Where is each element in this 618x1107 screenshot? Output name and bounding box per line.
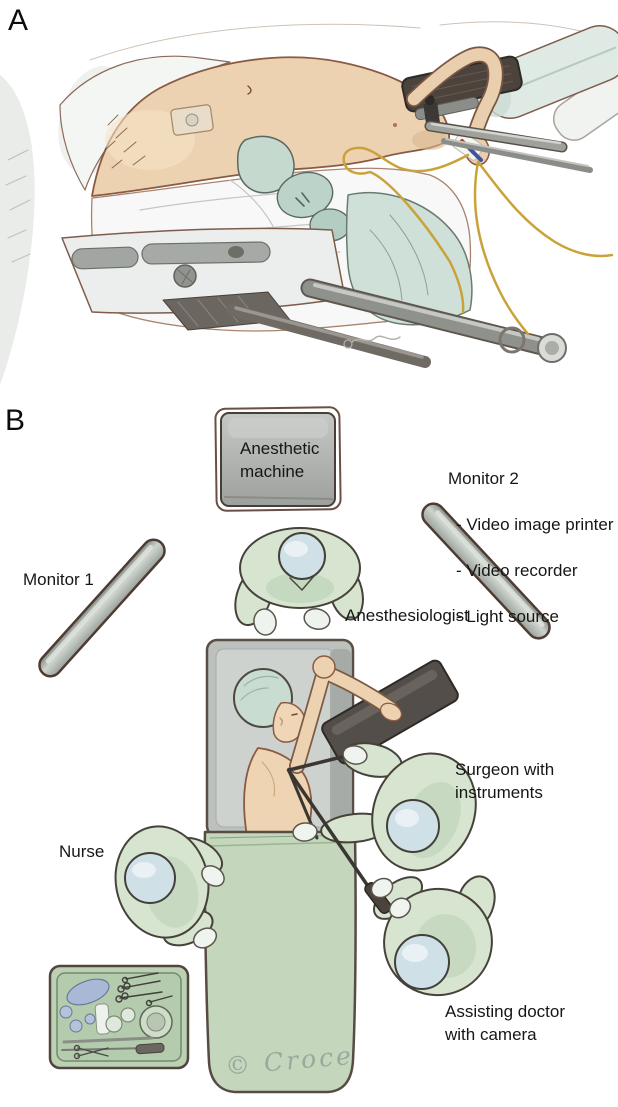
monitor-2-title: Monitor 2	[448, 469, 519, 488]
surgeon-figure	[320, 742, 477, 872]
monitor-1-label: Monitor 1	[23, 570, 94, 589]
assistant-label: Assisting doctor with camera	[445, 1002, 565, 1044]
sketch-signature-scribble	[343, 335, 401, 349]
nurse-label: Nurse	[59, 842, 105, 861]
surgical-towels	[236, 135, 473, 326]
panel-a-illustration	[0, 21, 618, 385]
operating-table-hardware	[61, 227, 567, 368]
gloved-hands	[192, 745, 412, 949]
anesthetic-machine-label: Anesthetic machine	[240, 439, 320, 481]
assistant-figure	[373, 875, 496, 997]
nurse-figure	[114, 825, 224, 947]
monitor-2-item-light-source: - Light source	[456, 607, 559, 626]
monitor-2-label-block: Monitor 2 - Video image printer - Video …	[448, 444, 614, 651]
support-bars	[424, 120, 593, 173]
panel-a-letter: A	[8, 4, 29, 37]
panel-b-illustration	[38, 406, 551, 1094]
patient-arm	[406, 46, 504, 166]
monitor-2-bar	[421, 502, 551, 640]
panel-b-letter: B	[5, 404, 26, 437]
iv-tubing	[342, 146, 614, 336]
anesthetic-machine-box	[214, 406, 342, 512]
monitor-2-item-recorder: - Video recorder	[456, 561, 578, 580]
anesthesiologist-label: Anesthesiologist	[345, 606, 469, 625]
anesthesiologist-figure	[234, 527, 364, 636]
monitor-2-item-printer: - Video image printer	[456, 515, 614, 534]
monitor-1-bar	[38, 538, 166, 678]
surgeon-label: Surgeon with instruments	[455, 760, 555, 802]
patient-torso	[91, 56, 450, 197]
surgical-drape	[203, 830, 357, 1094]
instrument-tray	[48, 964, 190, 1070]
